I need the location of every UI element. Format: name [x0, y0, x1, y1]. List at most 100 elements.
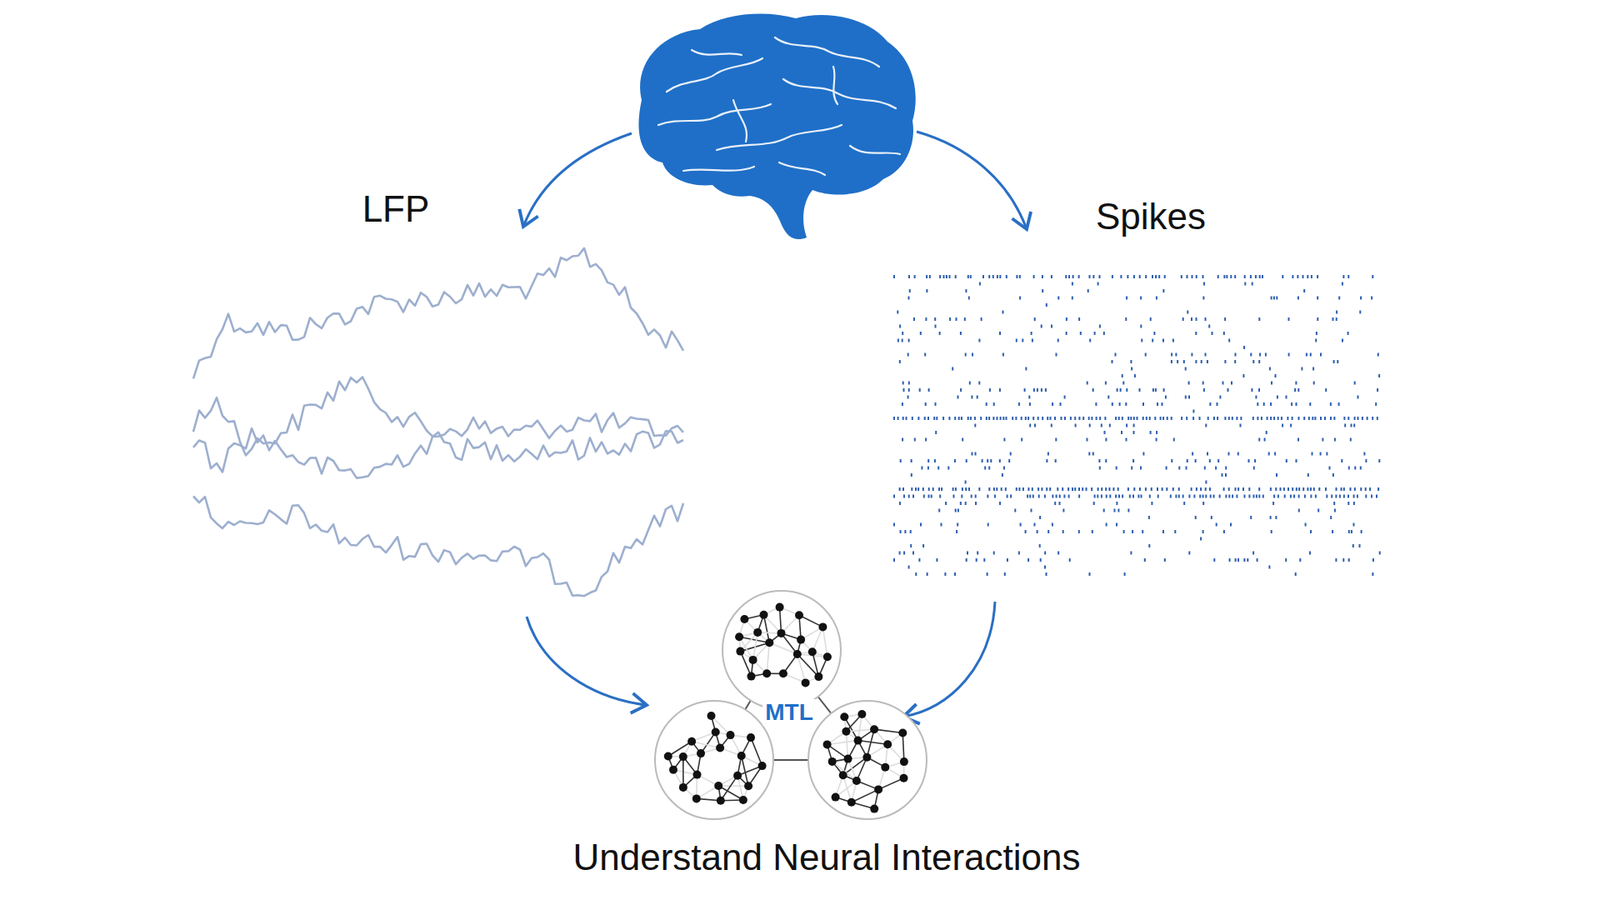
- spike-tick: [1133, 487, 1135, 491]
- spike-tick: [1268, 452, 1270, 456]
- spike-tick: [1064, 416, 1066, 420]
- spike-tick: [924, 416, 926, 420]
- neuron-dot: [898, 729, 907, 738]
- spike-tick: [897, 416, 900, 420]
- neuron-dot: [883, 740, 892, 749]
- spike-tick: [1365, 459, 1367, 463]
- spike-tick: [1074, 487, 1076, 491]
- spike-tick: [1154, 416, 1156, 420]
- spike-tick: [1331, 530, 1334, 534]
- spike-tick: [923, 495, 925, 499]
- spike-tick: [1020, 438, 1023, 442]
- spike-tick: [985, 416, 988, 420]
- signal-label: Spikes: [1095, 195, 1206, 238]
- spike-tick: [1235, 558, 1237, 562]
- spike-tick: [1105, 487, 1107, 491]
- connection: [832, 761, 857, 781]
- spike-tick: [1020, 523, 1022, 527]
- spike-tick: [1125, 296, 1128, 300]
- spike-tick: [1057, 339, 1060, 343]
- neuron-dot: [737, 751, 746, 760]
- region-circle: [808, 700, 927, 820]
- spike-tick: [1302, 487, 1305, 491]
- spike-tick: [935, 430, 937, 435]
- spike-tick: [1160, 416, 1162, 420]
- neuron-dot: [852, 776, 861, 785]
- spike-tick: [1217, 459, 1220, 463]
- spike-tick: [1095, 402, 1097, 406]
- spike-tick: [1130, 466, 1133, 470]
- spike-tick: [920, 331, 922, 335]
- spike-tick: [1274, 452, 1276, 456]
- spike-tick: [1151, 275, 1154, 279]
- spike-tick: [1040, 487, 1043, 491]
- spike-tick: [1272, 501, 1275, 505]
- spike-tick: [1213, 558, 1215, 562]
- spike-tick: [1065, 275, 1067, 279]
- spike-tick: [961, 438, 964, 442]
- spike-tick: [958, 416, 960, 420]
- spike-tick: [1316, 317, 1319, 321]
- spike-tick: [1105, 438, 1107, 442]
- spike-tick: [1001, 473, 1004, 477]
- spike-tick: [978, 381, 980, 385]
- spike-tick: [1284, 495, 1286, 499]
- spike-tick: [1092, 452, 1095, 456]
- spike-tick: [1199, 495, 1201, 499]
- spike-tick: [1103, 509, 1105, 513]
- spike-tick: [955, 530, 958, 534]
- spike-tick: [967, 275, 970, 279]
- spike-tick: [1098, 459, 1100, 463]
- spike-tick: [1318, 487, 1320, 491]
- spike-tick: [1317, 509, 1320, 513]
- spike-tick: [1062, 530, 1065, 534]
- spike-tick: [965, 480, 967, 485]
- spike-tick: [1025, 530, 1027, 534]
- spike-tick: [1072, 275, 1075, 279]
- spike-tick: [1270, 402, 1272, 406]
- spike-tick: [1100, 487, 1103, 491]
- spike-tick: [1342, 558, 1345, 562]
- spike-tick: [1378, 374, 1380, 378]
- spike-tick: [1361, 416, 1364, 420]
- spike-tick: [896, 310, 899, 315]
- spike-tick: [1175, 353, 1177, 357]
- spike-tick: [1121, 495, 1124, 499]
- spike-tick: [1259, 275, 1261, 279]
- spike-tick: [1297, 388, 1300, 392]
- spike-tick: [1215, 466, 1217, 470]
- neuron-dot: [714, 781, 723, 790]
- spike-tick: [988, 416, 990, 420]
- spike-tick: [1235, 416, 1238, 420]
- spike-tick: [957, 509, 960, 513]
- spike-tick: [927, 459, 930, 463]
- spike-tick: [1148, 544, 1150, 548]
- spike-tick: [1021, 339, 1024, 343]
- spike-tick: [910, 544, 912, 548]
- spike-tick: [1132, 495, 1135, 499]
- spike-tick: [1037, 487, 1040, 491]
- spike-tick: [992, 416, 995, 420]
- spike-tick: [1263, 402, 1265, 406]
- spike-tick: [953, 495, 955, 499]
- spike-tick: [939, 331, 941, 335]
- spike-tick: [1350, 438, 1352, 442]
- spike-tick: [993, 402, 995, 406]
- mtl-networks: [655, 590, 927, 820]
- neuron-dot: [870, 725, 879, 734]
- spike-tick: [1243, 345, 1245, 350]
- spike-tick: [1006, 558, 1009, 562]
- spike-tick: [924, 353, 926, 357]
- brain-icon: [638, 13, 915, 240]
- spike-tick: [1221, 473, 1224, 477]
- spike-tick: [1228, 487, 1230, 491]
- spike-tick: [1347, 416, 1350, 420]
- spike-tick: [910, 473, 913, 477]
- spike-tick: [1235, 487, 1237, 491]
- spike-tick: [994, 495, 996, 499]
- spike-tick: [999, 459, 1001, 463]
- spike-tick: [1275, 473, 1278, 477]
- spike-tick: [1019, 275, 1021, 279]
- neuron-dot: [744, 781, 753, 790]
- spike-tick: [1242, 487, 1245, 491]
